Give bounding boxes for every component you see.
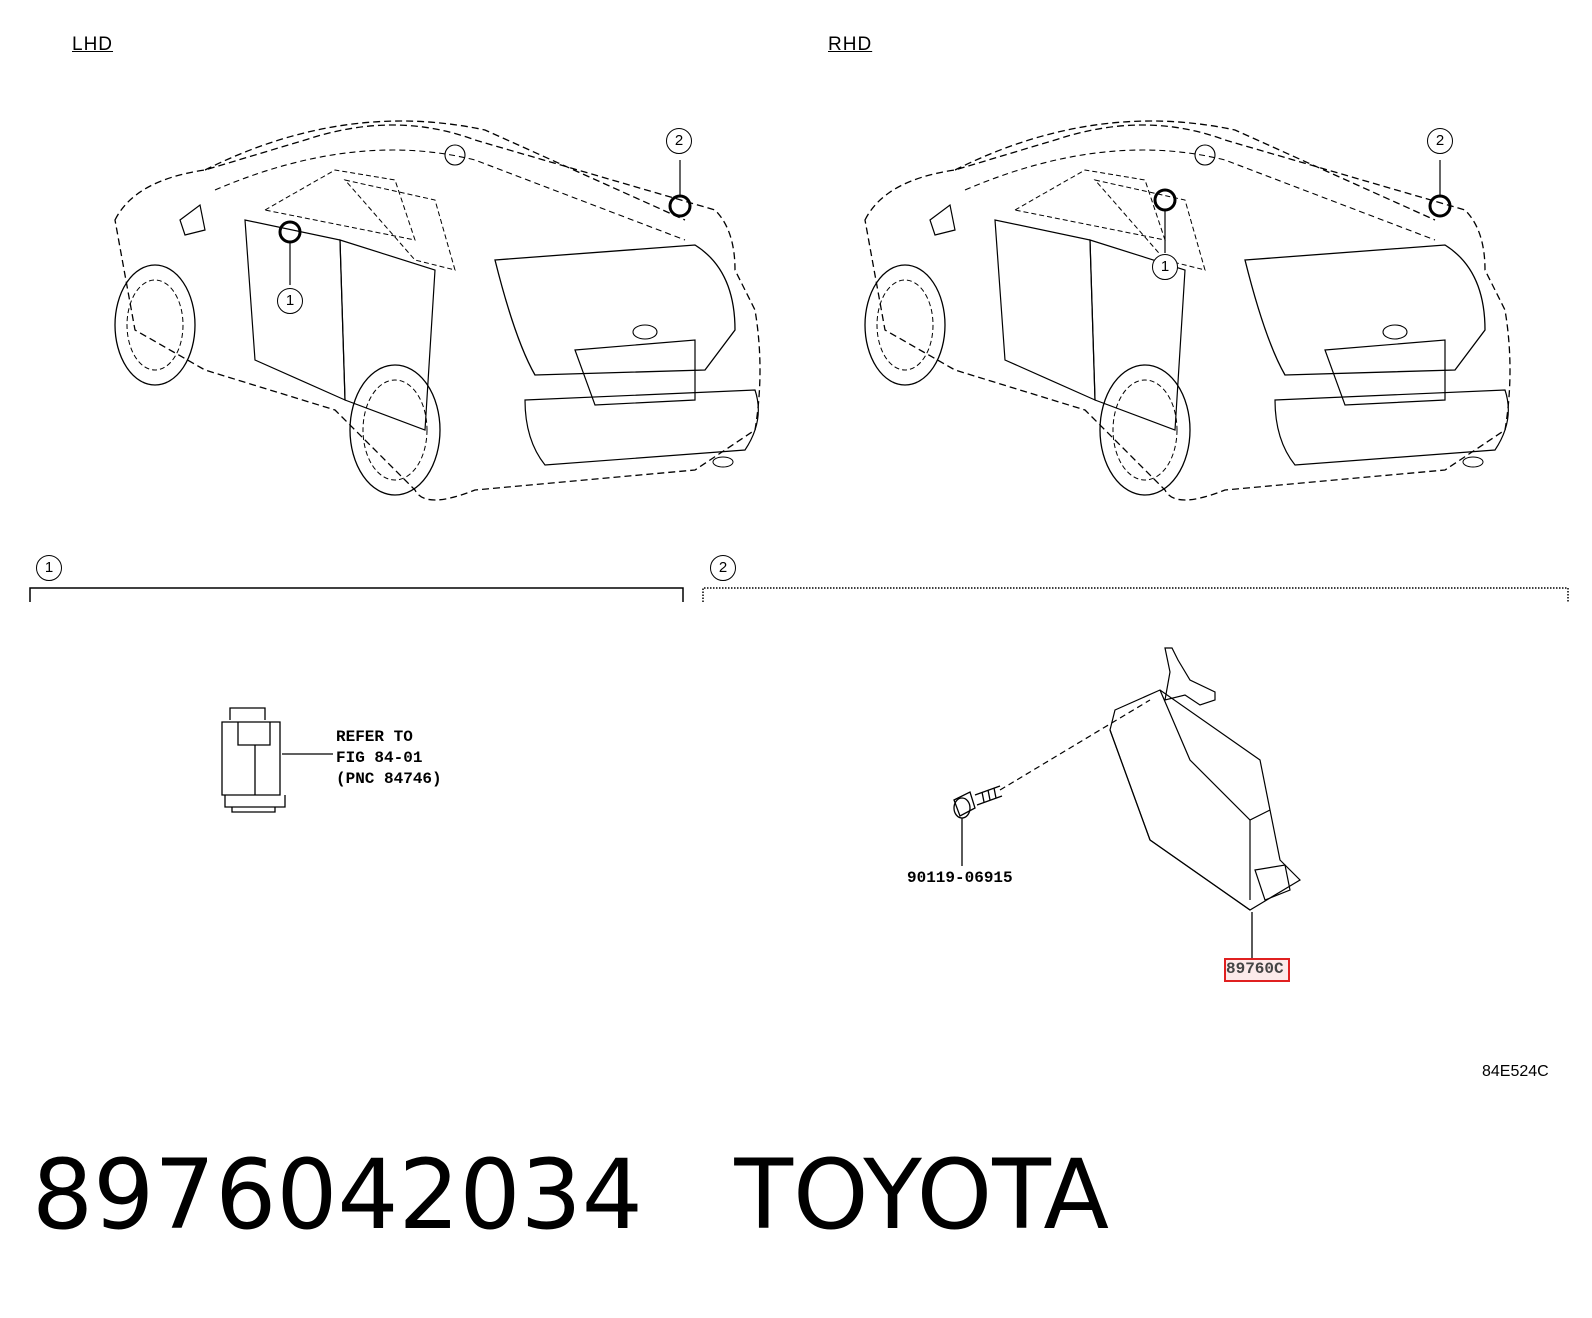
lhd-callout-1[interactable]: 1 — [277, 288, 303, 314]
refer-note-line-3: (PNC 84746) — [336, 770, 442, 788]
section-2-bracket — [702, 587, 1569, 602]
section-1-marker: 1 — [36, 555, 62, 581]
switch-component — [221, 707, 286, 813]
figure-code: 84E524C — [1482, 1063, 1549, 1080]
bolt-component — [953, 785, 1003, 819]
unit-part-highlight — [1224, 958, 1290, 982]
rhd-location-marker-1 — [1153, 188, 1177, 212]
section-2-marker: 2 — [710, 555, 736, 581]
unit-part-number[interactable]: 89760C — [1226, 960, 1284, 978]
footer-caption: 8976042034 TOYOTA — [32, 1140, 1109, 1250]
rhd-callout-2[interactable]: 2 — [1427, 128, 1453, 154]
footer-part-number: 8976042034 — [32, 1139, 643, 1251]
footer-brand: TOYOTA — [734, 1139, 1110, 1251]
rhd-vehicle-illustration — [864, 120, 1511, 501]
rhd-callout-1[interactable]: 1 — [1152, 254, 1178, 280]
control-unit-component — [1109, 647, 1301, 911]
rhd-location-marker-2 — [1428, 194, 1452, 218]
bolt-part-number[interactable]: 90119-06915 — [907, 869, 1013, 887]
refer-note-line-2: FIG 84-01 — [336, 749, 423, 767]
lhd-callout-2[interactable]: 2 — [666, 128, 692, 154]
lhd-location-marker-2 — [668, 194, 692, 218]
lhd-location-marker-1 — [278, 220, 302, 244]
lhd-vehicle-illustration — [114, 120, 761, 501]
rhd-label: RHD — [828, 34, 873, 55]
section-1-bracket — [29, 587, 684, 602]
lhd-label: LHD — [72, 34, 114, 55]
refer-note-line-1: REFER TO — [336, 728, 413, 746]
